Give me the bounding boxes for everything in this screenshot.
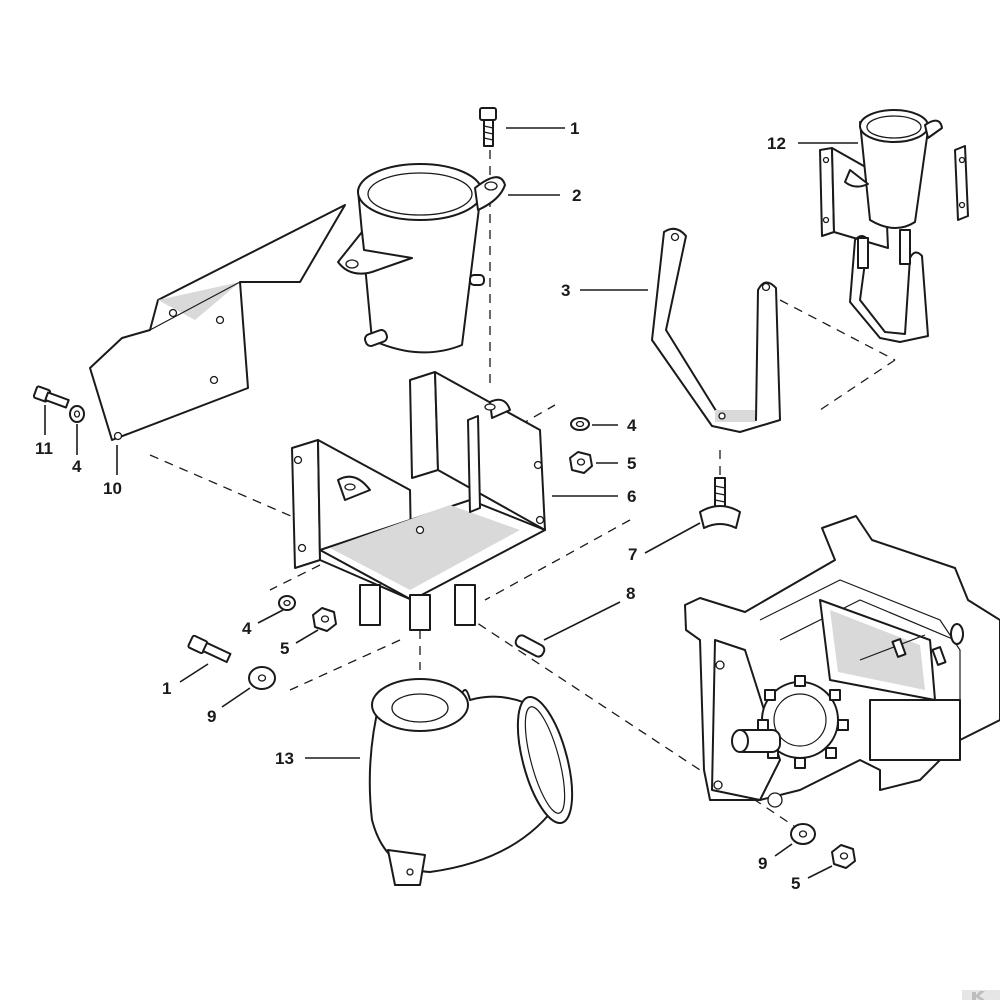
callout-4-far-left: 4	[72, 457, 82, 476]
part-10-deflector-plate	[89, 204, 346, 441]
callout-12: 12	[767, 134, 786, 153]
part-12-assembled-inset	[819, 109, 969, 343]
callout-1-left: 1	[162, 679, 171, 698]
callout-4-right: 4	[627, 416, 637, 435]
callout-13: 13	[275, 749, 294, 768]
part-6-bracket-frame	[291, 371, 546, 631]
part-5-nut-left	[312, 607, 337, 632]
engine-gearbox-housing	[684, 515, 1000, 808]
leader-lines	[44, 127, 858, 879]
callout-1-top: 1	[570, 119, 579, 138]
part-7-wing-bolt	[699, 477, 741, 529]
part-4-washer-left	[278, 595, 296, 611]
part-9-washer-right	[790, 823, 816, 845]
callout-5-left: 5	[280, 639, 289, 658]
part-13-elbow-chute	[368, 678, 574, 886]
part-2-chute-cup	[337, 163, 506, 354]
part-8-pin	[514, 634, 546, 658]
callout-11: 11	[35, 439, 53, 458]
callout-4-left: 4	[242, 619, 252, 638]
part-4-washer-far-left	[69, 405, 85, 423]
gear-teeth	[757, 675, 849, 769]
part-3-u-strap	[651, 227, 781, 433]
callout-5-bottom: 5	[791, 874, 800, 893]
part-1-bolt-top	[479, 107, 497, 147]
part-1-bolt-left	[187, 634, 232, 664]
part-4-washer-right	[570, 417, 590, 431]
callout-6: 6	[627, 487, 636, 506]
callout-8: 8	[626, 584, 635, 603]
part-5-nut-right	[569, 451, 593, 474]
callout-labels: 1 2 3 4 5 6 7 8 4 5 1 9 13 11 4 10 12 9 …	[35, 119, 800, 893]
callout-3: 3	[561, 281, 570, 300]
callout-2: 2	[572, 186, 581, 205]
part-9-washer-left	[248, 666, 276, 690]
corner-k-mark	[962, 990, 1000, 1000]
callout-10: 10	[103, 479, 122, 498]
callout-5-right: 5	[627, 454, 636, 473]
callout-9-right: 9	[758, 854, 767, 873]
part-11-bolt-left	[32, 385, 70, 409]
callout-7: 7	[628, 545, 637, 564]
callout-9-left: 9	[207, 707, 216, 726]
part-5-nut-bottom	[831, 844, 856, 869]
